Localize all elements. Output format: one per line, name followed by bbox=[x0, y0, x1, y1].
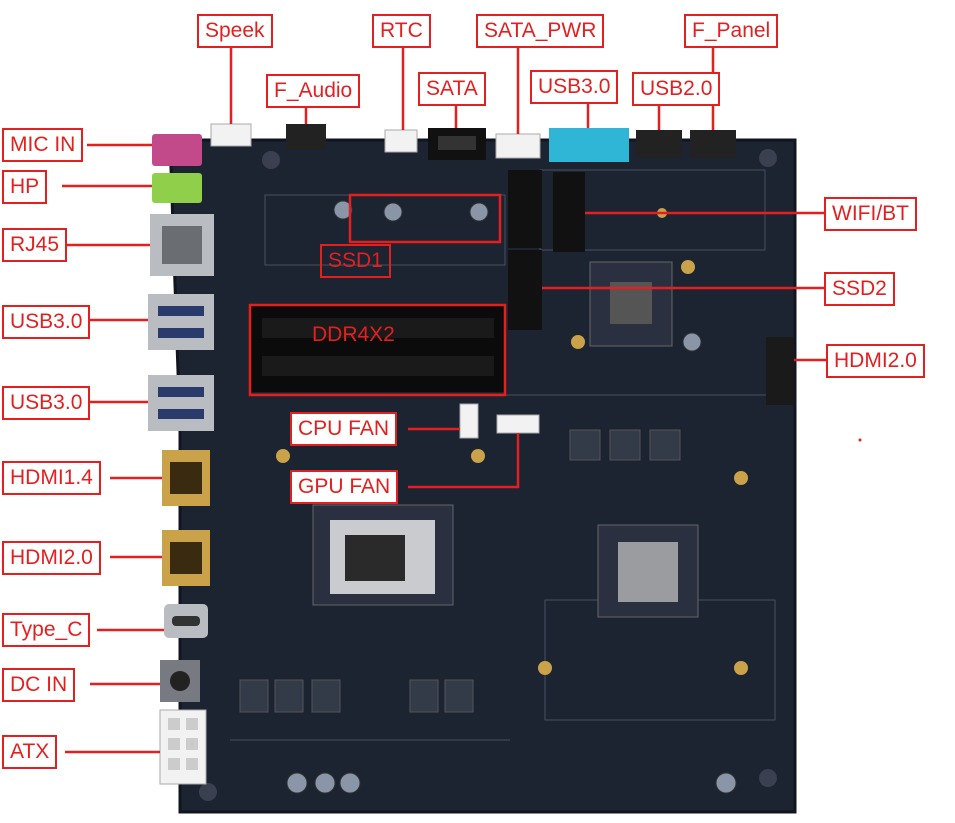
sata-pwr-header bbox=[495, 133, 541, 159]
label-atx: ATX bbox=[2, 735, 58, 769]
hdmi20-right-port bbox=[766, 337, 794, 405]
vrm-chokes bbox=[239, 429, 681, 713]
cpu-die-icon bbox=[312, 504, 454, 606]
usb2-header bbox=[636, 130, 682, 158]
label-hdmi20-right: HDMI2.0 bbox=[826, 344, 925, 378]
label-ddr4x2: DDR4X2 bbox=[312, 323, 395, 346]
usb3-header bbox=[549, 128, 629, 162]
label-rj45: RJ45 bbox=[2, 228, 68, 262]
f-panel-header bbox=[690, 130, 736, 158]
rtc-header bbox=[384, 129, 418, 153]
ssd1-slot bbox=[508, 170, 542, 248]
label-usb3-a: USB3.0 bbox=[2, 305, 91, 339]
label-rtc: RTC bbox=[372, 14, 431, 48]
label-speek: Speek bbox=[197, 14, 273, 48]
rear-io-ports bbox=[148, 134, 214, 785]
speek-header bbox=[210, 123, 252, 147]
cpu-fan-connector bbox=[459, 403, 479, 439]
gpu-fan-connector bbox=[496, 414, 540, 434]
usb3-stack-b bbox=[148, 375, 214, 431]
label-hp: HP bbox=[2, 170, 48, 204]
label-gpu-fan: GPU FAN bbox=[290, 470, 399, 504]
ssd2-slot bbox=[508, 250, 542, 330]
atx-connector bbox=[159, 709, 207, 785]
label-f-audio: F_Audio bbox=[266, 74, 361, 108]
hp-jack bbox=[152, 173, 202, 203]
capacitors bbox=[286, 200, 737, 794]
gpu-die-icon bbox=[597, 524, 699, 618]
label-usb3-top: USB3.0 bbox=[530, 70, 619, 104]
label-sata-pwr: SATA_PWR bbox=[476, 14, 605, 48]
label-hdmi20-left: HDMI2.0 bbox=[2, 541, 101, 575]
usb3-stack-a bbox=[148, 294, 214, 350]
label-dc-in: DC IN bbox=[2, 668, 76, 702]
m2-slots bbox=[508, 170, 585, 330]
label-wifi-bt: WIFI/BT bbox=[824, 197, 917, 231]
label-ssd1: SSD1 bbox=[320, 244, 391, 278]
label-usb2: USB2.0 bbox=[632, 72, 721, 106]
mic-jack bbox=[152, 134, 202, 166]
label-cpu-fan: CPU FAN bbox=[290, 412, 398, 446]
label-type-c: Type_C bbox=[2, 613, 91, 647]
label-usb3-b: USB3.0 bbox=[2, 386, 91, 420]
label-ssd2: SSD2 bbox=[824, 272, 895, 306]
top-headers bbox=[210, 123, 736, 162]
label-sata: SATA bbox=[418, 72, 486, 106]
label-f-panel: F_Panel bbox=[684, 14, 779, 48]
label-hdmi14: HDMI1.4 bbox=[2, 461, 101, 495]
f-audio-header bbox=[286, 124, 326, 150]
wifi-slot bbox=[553, 172, 585, 252]
mounting-holes bbox=[199, 149, 777, 801]
callout-lines bbox=[52, 46, 826, 754]
label-mic-in: MIC IN bbox=[2, 128, 84, 162]
